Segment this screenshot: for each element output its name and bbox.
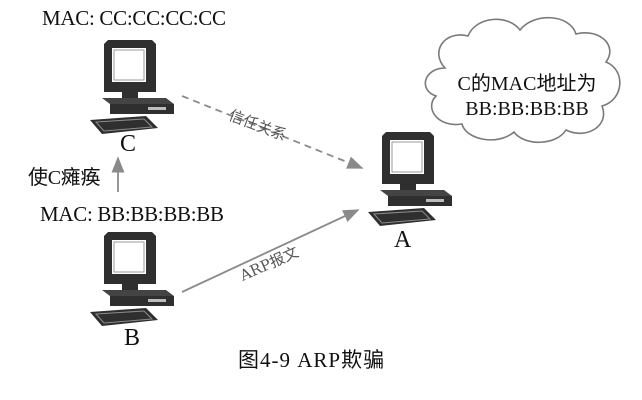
cloud-icon	[424, 16, 621, 143]
cloud-text-line2: BB:BB:BB:BB	[465, 98, 589, 120]
mac-label-c: MAC: CC:CC:CC:CC	[42, 6, 226, 30]
cloud-text: C的MAC地址为 BB:BB:BB:BB	[452, 72, 602, 122]
computer-b-icon	[89, 231, 175, 327]
trust-arrow	[181, 95, 364, 169]
cloud-text-line1: C的MAC地址为	[457, 73, 597, 95]
node-label-a: A	[394, 227, 412, 253]
computer-c-icon	[89, 39, 175, 135]
paralyze-label: 使C瘫痪	[28, 167, 101, 189]
node-label-b: B	[124, 325, 141, 351]
arp-arrow	[181, 209, 360, 293]
mac-label-b: MAC: BB:BB:BB:BB	[40, 202, 224, 226]
figure-caption: 图4-9 ARP欺骗	[238, 348, 386, 372]
node-label-c: C	[120, 131, 137, 157]
computer-a-icon	[367, 131, 453, 227]
